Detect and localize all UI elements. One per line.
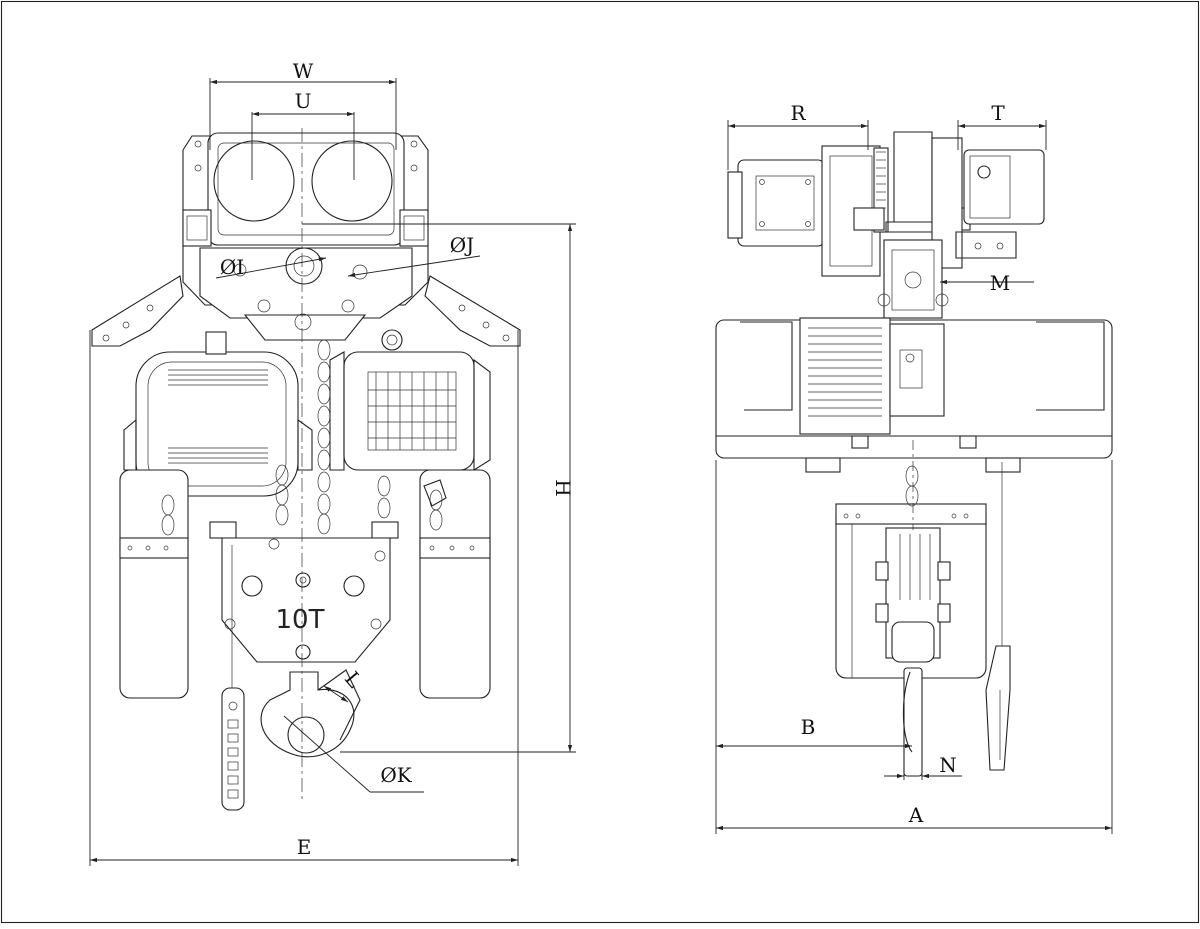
- dim-J: ØJ: [450, 233, 474, 257]
- dim-L: L: [340, 667, 367, 693]
- chain-bucket-right: [419, 469, 491, 699]
- side-dimensions: R T M B N A: [715, 101, 1113, 834]
- pendant-side: [985, 645, 1011, 771]
- dim-W: W: [293, 59, 314, 83]
- front-view: 10T: [91, 128, 521, 811]
- hook-block: [221, 537, 391, 663]
- dim-N: N: [939, 753, 957, 777]
- dim-I: ØI: [220, 255, 244, 279]
- brake-unit: [963, 149, 1045, 225]
- trolley-wheel-left: [213, 140, 295, 222]
- front-dimensions: W U ØI ØJ H L ØK E: [89, 59, 576, 866]
- dim-U: U: [295, 89, 312, 113]
- control-box: [343, 351, 475, 471]
- dim-R: R: [790, 101, 806, 125]
- dim-T: T: [991, 101, 1005, 125]
- capacity-marking: 10T: [276, 605, 325, 635]
- dim-E: E: [297, 835, 312, 859]
- side-view: [715, 131, 1113, 777]
- dim-H: H: [551, 479, 575, 496]
- dim-B: B: [801, 715, 816, 739]
- travel-motor: [737, 159, 825, 247]
- trolley-wheel-right: [311, 140, 393, 222]
- dim-A: A: [908, 803, 924, 827]
- pendant-control: [221, 687, 245, 811]
- chain-bucket-left: [119, 469, 189, 699]
- dim-M: M: [990, 271, 1010, 295]
- hook: [260, 671, 355, 758]
- dim-K: ØK: [380, 763, 412, 787]
